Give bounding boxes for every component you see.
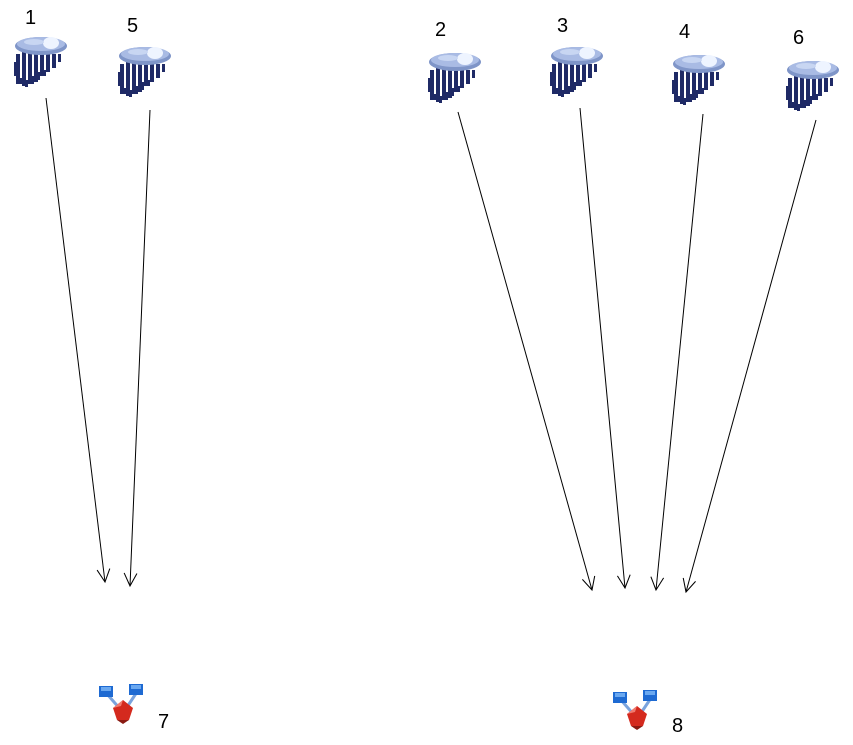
rain-cloud-icon — [118, 47, 171, 97]
node-label-3: 3 — [557, 15, 569, 37]
rain-node-5 — [118, 47, 171, 97]
arrow-6-to-8 — [682, 119, 817, 594]
arrow-5-to-7 — [123, 109, 151, 588]
node-label-4: 4 — [679, 21, 691, 43]
node-label-8: 8 — [672, 715, 684, 737]
node-label-7: 7 — [158, 711, 170, 733]
rain-cloud-icon — [550, 47, 603, 97]
junction-node-8 — [611, 688, 659, 732]
node-label-2: 2 — [435, 19, 447, 41]
rain-node-4 — [672, 55, 725, 105]
arrow-2-to-8 — [457, 111, 596, 592]
network-junction-icon — [611, 688, 659, 732]
rain-node-3 — [550, 47, 603, 97]
arrow-3-to-8 — [579, 107, 631, 590]
rain-cloud-icon — [786, 61, 839, 111]
arrow-1-to-7 — [45, 97, 111, 584]
junction-node-7 — [97, 682, 145, 726]
node-label-1: 1 — [25, 7, 37, 29]
rain-node-1 — [14, 37, 67, 87]
node-label-6: 6 — [793, 27, 805, 49]
rain-node-2 — [428, 53, 481, 103]
rain-node-6 — [786, 61, 839, 111]
rain-cloud-icon — [428, 53, 481, 103]
arrow-layer — [45, 97, 817, 594]
node-label-5: 5 — [127, 15, 139, 37]
network-junction-icon — [97, 682, 145, 726]
rain-cloud-icon — [672, 55, 725, 105]
rain-cloud-icon — [14, 37, 67, 87]
arrow-4-to-8 — [650, 113, 704, 592]
